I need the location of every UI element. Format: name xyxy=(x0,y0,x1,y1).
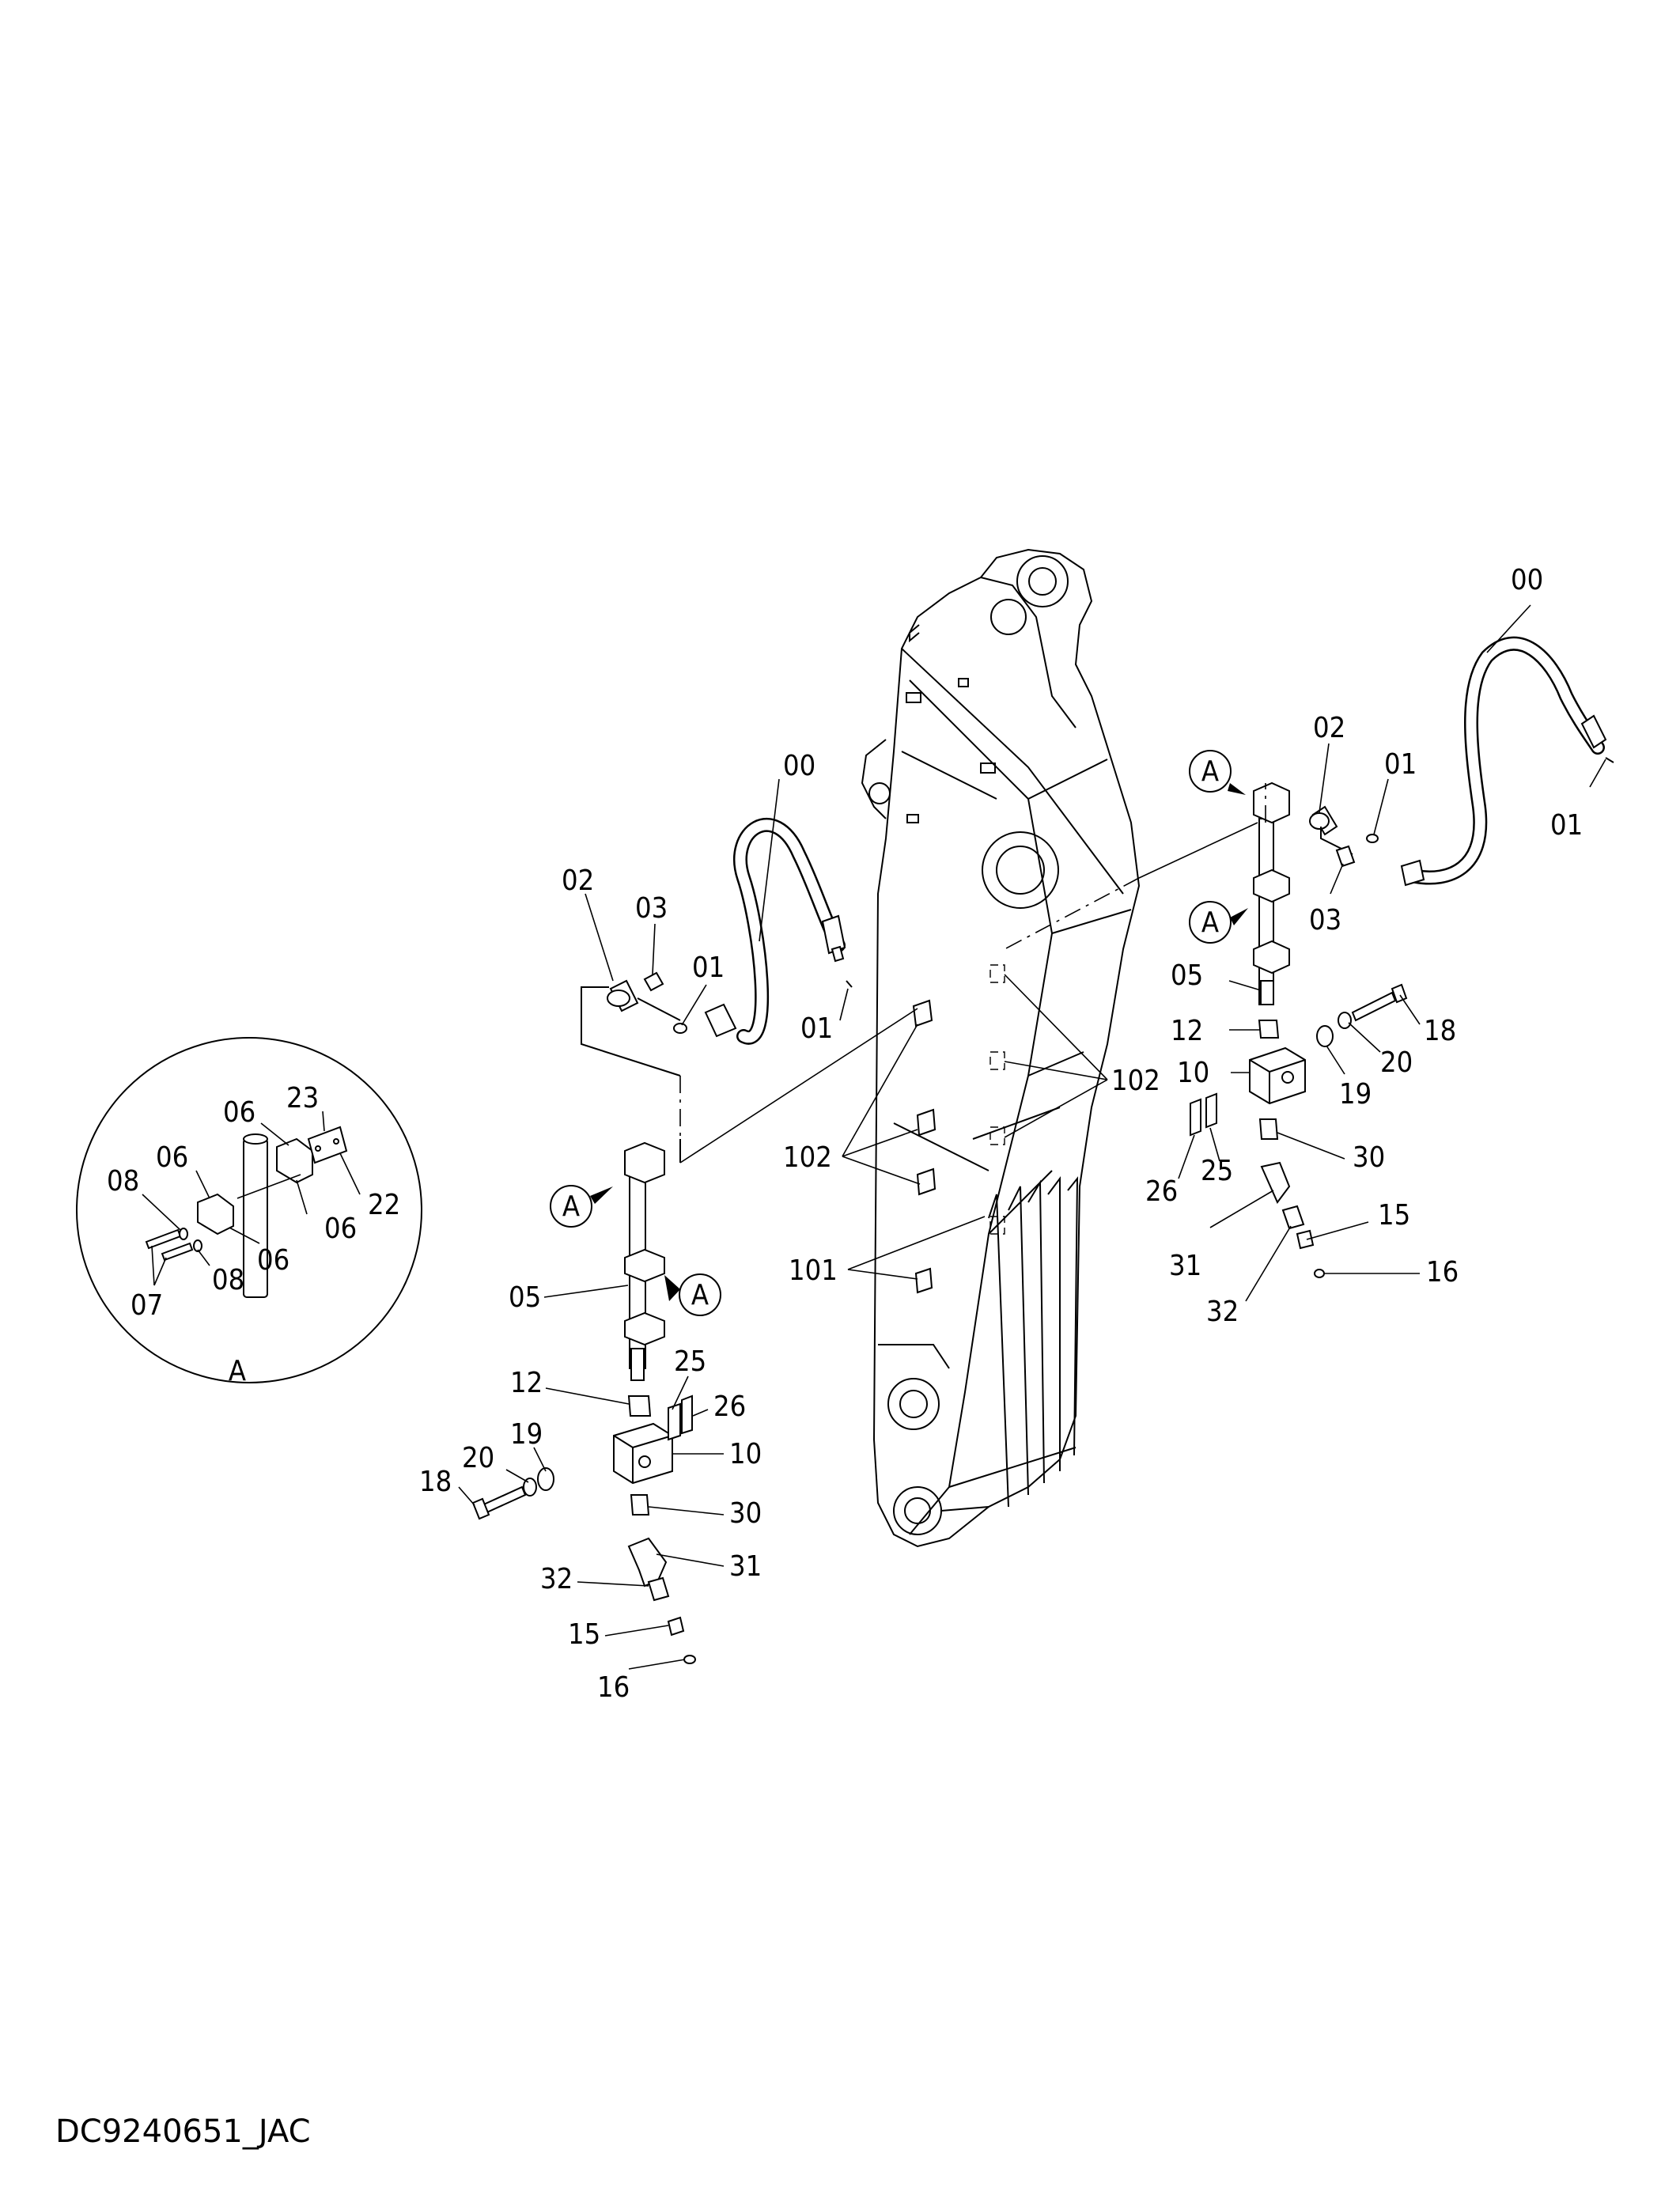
clamp-block-102-a xyxy=(912,999,933,1027)
callout: 00 xyxy=(783,750,815,782)
callout: 12 xyxy=(1171,1015,1203,1047)
callout: 05 xyxy=(509,1281,541,1314)
callouts-center: 102 102 101 xyxy=(783,1065,1160,1287)
view-marker-a-1: A xyxy=(1189,750,1246,795)
detail-a xyxy=(76,1037,422,1383)
view-marker-label: A xyxy=(1201,755,1219,788)
callout: 18 xyxy=(1424,1015,1456,1047)
callout: 01 xyxy=(692,952,725,984)
clamp-block-102-b xyxy=(916,1108,936,1137)
callout: 06 xyxy=(324,1213,357,1245)
drawing-id: DC9240651_JAC xyxy=(55,2113,311,2150)
callout: 31 xyxy=(729,1550,762,1583)
callout: 101 xyxy=(789,1254,838,1287)
callout: 12 xyxy=(510,1367,543,1399)
callout: 03 xyxy=(635,892,668,925)
callouts-left: 00 02 03 01 01 05 12 25 26 10 19 20 18 3… xyxy=(419,750,833,1704)
callout: 20 xyxy=(462,1442,494,1474)
boom-structure xyxy=(861,548,1141,1548)
callout: 08 xyxy=(212,1264,244,1296)
callout: 05 xyxy=(1171,959,1203,992)
callout: 23 xyxy=(286,1082,319,1114)
callout: 02 xyxy=(1313,712,1345,744)
callout: 01 xyxy=(800,1012,833,1045)
callout: 10 xyxy=(729,1438,762,1470)
callout: 01 xyxy=(1384,748,1417,781)
callout: 25 xyxy=(1201,1155,1233,1187)
callouts-detail: 23 06 06 08 22 06 06 08 07 A xyxy=(107,1082,400,1387)
right-pipe-assembly xyxy=(1004,636,1614,1278)
callout: 32 xyxy=(540,1563,573,1595)
callout: 25 xyxy=(674,1345,706,1378)
callout: 26 xyxy=(713,1391,746,1423)
leader-lines xyxy=(142,604,1606,1670)
callout: 10 xyxy=(1177,1057,1209,1089)
view-marker-label: A xyxy=(691,1279,709,1311)
callout: 30 xyxy=(1353,1141,1385,1174)
detail-label: A xyxy=(229,1355,246,1387)
callout: 06 xyxy=(257,1244,289,1277)
view-marker-a-4: A xyxy=(664,1273,721,1316)
callout: 01 xyxy=(1550,809,1583,842)
callout: 26 xyxy=(1145,1175,1178,1208)
clamp-block-102-c xyxy=(916,1167,936,1196)
callout: 06 xyxy=(156,1141,188,1174)
callout: 102 xyxy=(783,1141,832,1174)
view-marker-a-3: A xyxy=(550,1185,613,1228)
callout: 30 xyxy=(729,1497,762,1530)
view-marker-label: A xyxy=(562,1190,580,1223)
callout: 15 xyxy=(568,1618,600,1651)
callout: 08 xyxy=(107,1165,139,1198)
callout: 16 xyxy=(1426,1256,1459,1288)
clamp-block-101 xyxy=(914,1267,933,1294)
callout: 06 xyxy=(223,1096,255,1129)
view-marker-label: A xyxy=(1201,906,1219,939)
callout: 19 xyxy=(510,1418,543,1451)
callout: 19 xyxy=(1339,1078,1372,1111)
callout: 07 xyxy=(131,1289,163,1322)
callout: 02 xyxy=(562,865,594,897)
callout: 00 xyxy=(1511,564,1543,596)
callout: 16 xyxy=(597,1671,630,1704)
callout: 102 xyxy=(1111,1065,1160,1097)
callout: 22 xyxy=(368,1189,400,1221)
callout: 32 xyxy=(1206,1296,1239,1328)
left-pipe-assembly xyxy=(471,818,918,1664)
callout: 31 xyxy=(1169,1250,1201,1282)
callout: 03 xyxy=(1309,904,1341,937)
callout: 20 xyxy=(1380,1046,1413,1079)
callout: 18 xyxy=(419,1466,452,1498)
callout: 15 xyxy=(1378,1199,1410,1232)
callouts-right: 00 02 01 01 03 05 12 18 20 19 10 30 26 2… xyxy=(1145,564,1583,1328)
view-marker-a-2: A xyxy=(1189,901,1248,944)
